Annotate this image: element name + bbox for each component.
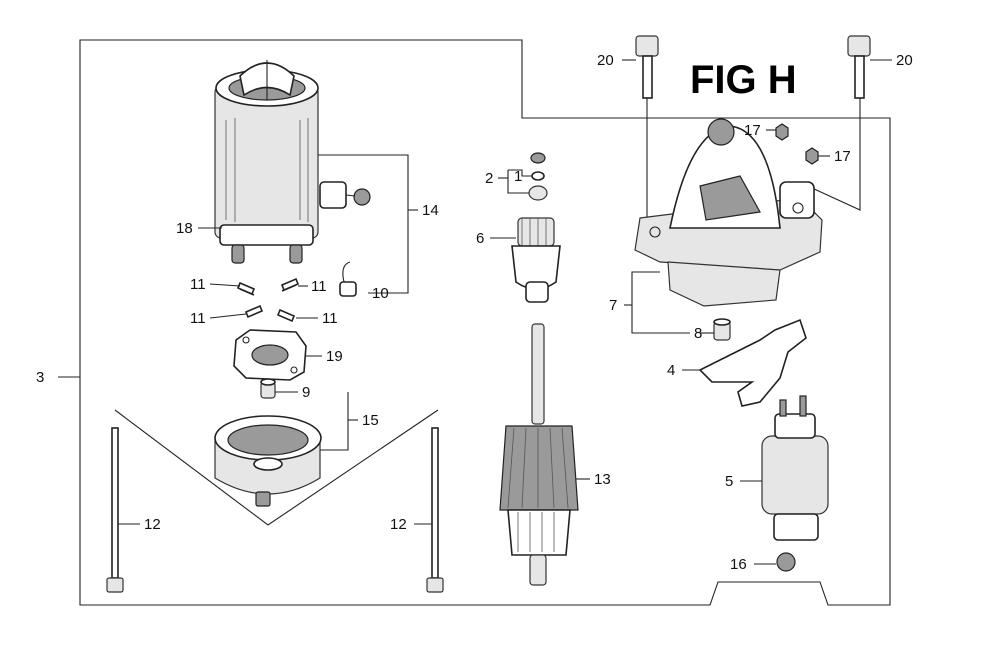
callout-5: 5 — [725, 473, 733, 490]
shift-lever — [698, 318, 807, 407]
callout-13: 13 — [594, 471, 611, 488]
stop-ring-parts — [528, 152, 548, 201]
assembly-frame — [79, 39, 891, 606]
leader-lines — [118, 59, 892, 565]
callout-12-b: 12 — [390, 516, 407, 533]
callout-11-b: 11 — [311, 278, 327, 295]
callout-12-a: 12 — [144, 516, 161, 533]
callout-11-c: 11 — [190, 310, 206, 327]
front-housing — [634, 118, 823, 307]
callout-20-b: 20 — [896, 52, 913, 69]
mounting-bolts — [635, 35, 871, 228]
callout-9: 9 — [302, 384, 310, 401]
brush-holder-plate — [233, 329, 307, 381]
callout-1: 1 — [514, 168, 522, 185]
bolt-guide-lines — [114, 409, 439, 526]
callout-6: 6 — [476, 230, 484, 247]
callout-3: 3 — [36, 369, 44, 386]
brushes — [236, 277, 300, 323]
callout-2: 2 — [485, 170, 493, 187]
mounting-nuts — [775, 123, 819, 165]
pinion-gear — [511, 217, 561, 303]
callout-20-a: 20 — [597, 52, 614, 69]
callout-14: 14 — [422, 202, 439, 219]
callout-15: 15 — [362, 412, 379, 429]
bushing — [260, 378, 276, 399]
callout-11-a: 11 — [190, 276, 206, 293]
callout-17-b: 17 — [834, 148, 851, 165]
callout-labels: 3 18 14 10 11 11 11 11 19 9 15 12 12 2 1… — [36, 52, 913, 573]
brush-part-10 — [339, 261, 357, 297]
through-bolts — [106, 427, 444, 593]
yoke-assembly — [214, 60, 371, 264]
rear-cover — [214, 415, 322, 507]
callout-8: 8 — [694, 325, 702, 342]
callout-7: 7 — [609, 297, 617, 314]
solenoid — [761, 395, 829, 572]
callout-17-a: 17 — [744, 122, 761, 139]
figure-title: FIG H — [690, 58, 797, 102]
callout-4: 4 — [667, 362, 675, 379]
callout-18: 18 — [176, 220, 193, 237]
callout-10: 10 — [372, 285, 389, 302]
plunger-cap — [713, 318, 731, 341]
callout-19: 19 — [326, 348, 343, 365]
armature — [499, 323, 579, 586]
callout-11-d: 11 — [322, 310, 338, 327]
callout-16: 16 — [730, 556, 747, 573]
